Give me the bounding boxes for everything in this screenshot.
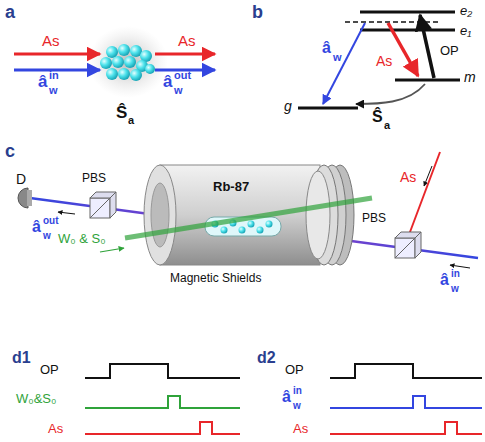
timing-label: As	[48, 422, 63, 435]
signal-transition	[388, 23, 418, 76]
shield-label: Magnetic Shields	[170, 272, 261, 284]
atom-glow	[88, 26, 168, 98]
operator-symbol: Ŝ	[116, 104, 127, 121]
operator-symbol: â	[32, 219, 41, 235]
panel-letter: b	[252, 3, 263, 21]
superscript: out	[174, 70, 191, 81]
pbs-label: PBS	[82, 172, 106, 184]
op-transition	[420, 15, 434, 78]
level-label: g	[284, 99, 292, 113]
beam-label: As	[400, 170, 416, 184]
direction-arrow	[100, 248, 124, 252]
operator-symbol: â	[282, 389, 291, 405]
panel-letter: d2	[257, 350, 276, 366]
level-g	[298, 107, 358, 110]
setup	[18, 152, 478, 268]
timing-label: OP	[285, 363, 304, 376]
direction-arrow	[424, 166, 432, 186]
panel-a-art	[14, 26, 215, 98]
direction-arrow	[450, 265, 470, 268]
superscript: in	[451, 269, 460, 279]
timing-d1	[85, 364, 240, 434]
beam-label: As	[178, 33, 196, 48]
green-beam	[125, 198, 372, 238]
superscript: in	[293, 386, 302, 396]
timing-d2	[330, 364, 482, 434]
subscript: w	[49, 85, 58, 96]
operator-symbol: â	[440, 272, 449, 288]
operator-symbol: â	[163, 73, 172, 90]
operator-symbol: Ŝ	[372, 109, 383, 125]
direction-arrow	[58, 212, 75, 214]
virtual-level	[345, 21, 440, 23]
atom-cloud	[100, 44, 155, 81]
level-label: e₂	[460, 4, 472, 17]
superscript: out	[43, 216, 59, 226]
pbs-cube	[395, 232, 421, 258]
timing-label: OP	[40, 363, 59, 376]
level-label: m	[464, 70, 476, 84]
magnetic-shields	[144, 165, 354, 265]
beam-label: As	[42, 33, 60, 48]
subscript: w	[43, 231, 51, 241]
operator-symbol: â	[322, 40, 331, 56]
cell-label: Rb-87	[213, 180, 249, 193]
level-label: e₁	[460, 24, 471, 37]
level-e2	[360, 11, 455, 14]
level-e1	[360, 29, 455, 32]
subscript: w	[174, 85, 183, 96]
spin-wave-arrow	[356, 84, 425, 104]
panel-letter: d1	[12, 350, 31, 366]
detector	[18, 188, 32, 208]
superscript: in	[49, 70, 59, 81]
subscript: a	[128, 115, 134, 126]
transition-label: OP	[440, 44, 459, 57]
pbs-label: PBS	[362, 212, 386, 224]
subscript: a	[384, 120, 390, 131]
write-transition	[323, 23, 365, 104]
operator-symbol: â	[38, 73, 47, 90]
timing-label: W₀&S₀	[16, 392, 56, 405]
signal-beam	[407, 152, 440, 240]
beam-label: W₀ & S₀	[58, 232, 106, 245]
level-m	[395, 79, 460, 82]
subscript: w	[293, 401, 301, 411]
level-scheme	[298, 12, 460, 108]
signal-beam	[155, 53, 215, 56]
signal-beam	[14, 53, 100, 56]
panel-letter: a	[5, 3, 15, 21]
pbs-cube	[90, 192, 116, 218]
detector-label: D	[16, 172, 26, 186]
timing-label: As	[293, 422, 308, 435]
transition-label: As	[376, 54, 392, 68]
subscript: w	[333, 52, 342, 63]
panel-letter: c	[5, 142, 15, 160]
subscript: w	[451, 284, 459, 294]
